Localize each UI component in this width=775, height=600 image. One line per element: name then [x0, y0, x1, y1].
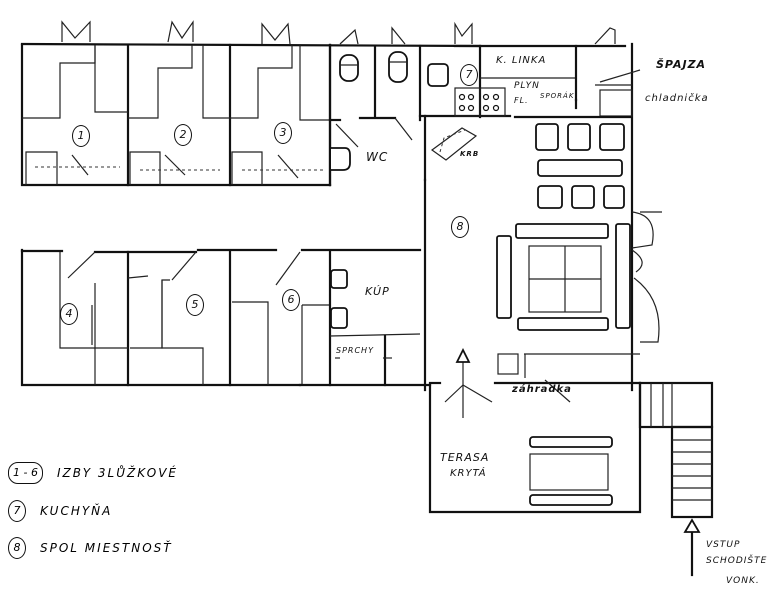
- room-number-6: 6: [282, 289, 300, 311]
- terrace: [428, 347, 642, 514]
- room-number-5: 5: [186, 294, 204, 316]
- bathroom-block: [298, 250, 432, 387]
- legend-marker: 8: [8, 537, 26, 559]
- room-number-1: 1: [72, 125, 90, 147]
- legend-text: KUCHYŇA: [40, 504, 113, 518]
- label-terrace: TERASA: [440, 451, 490, 464]
- label-terrace-sub: KRYTÁ: [450, 468, 487, 479]
- wc-kitchen-block: [328, 21, 641, 392]
- legend-row: 1 - 6 IZBY 3LŮŽKOVÉ: [8, 462, 178, 484]
- room-number-3: 3: [274, 122, 292, 144]
- legend-row: 7 KUCHYŇA: [8, 500, 112, 522]
- label-kitchen-counter: K. LINKA: [496, 55, 547, 66]
- label-entrance-1: VSTUP: [706, 540, 741, 550]
- label-fridge: chladnička: [645, 93, 709, 104]
- label-showers: SPRCHY: [336, 346, 374, 355]
- label-stove-fl: FL.: [514, 96, 529, 105]
- common-room: [423, 115, 662, 392]
- room-number-7: 7: [460, 64, 478, 86]
- room-number-8: 8: [451, 216, 469, 238]
- label-entrance-2: SCHODIŠTE: [706, 556, 768, 566]
- room-number-2: 2: [174, 124, 192, 146]
- label-wc: WC: [366, 150, 389, 164]
- room-number-4: 4: [60, 303, 78, 325]
- top-bedrooms: [20, 20, 482, 187]
- stairs: [638, 381, 714, 577]
- label-fireplace: KRB: [460, 150, 480, 158]
- label-stove: PLYN: [514, 81, 540, 91]
- legend-row: 8 SPOL MIESTNOSŤ: [8, 537, 173, 559]
- label-pantry: ŠPAJZA: [656, 58, 707, 71]
- legend-text: SPOL MIESTNOSŤ: [40, 541, 173, 555]
- legend-text: IZBY 3LŮŽKOVÉ: [56, 466, 179, 480]
- legend-marker: 1 - 6: [8, 462, 43, 484]
- label-stove-sub: SPORÁK: [540, 92, 575, 100]
- label-entrance-3: VONK.: [726, 576, 760, 586]
- label-bathroom: KÚP: [365, 285, 390, 298]
- label-grill: záhradka: [512, 384, 572, 395]
- legend-marker: 7: [8, 500, 26, 522]
- bottom-bedrooms: [20, 248, 422, 387]
